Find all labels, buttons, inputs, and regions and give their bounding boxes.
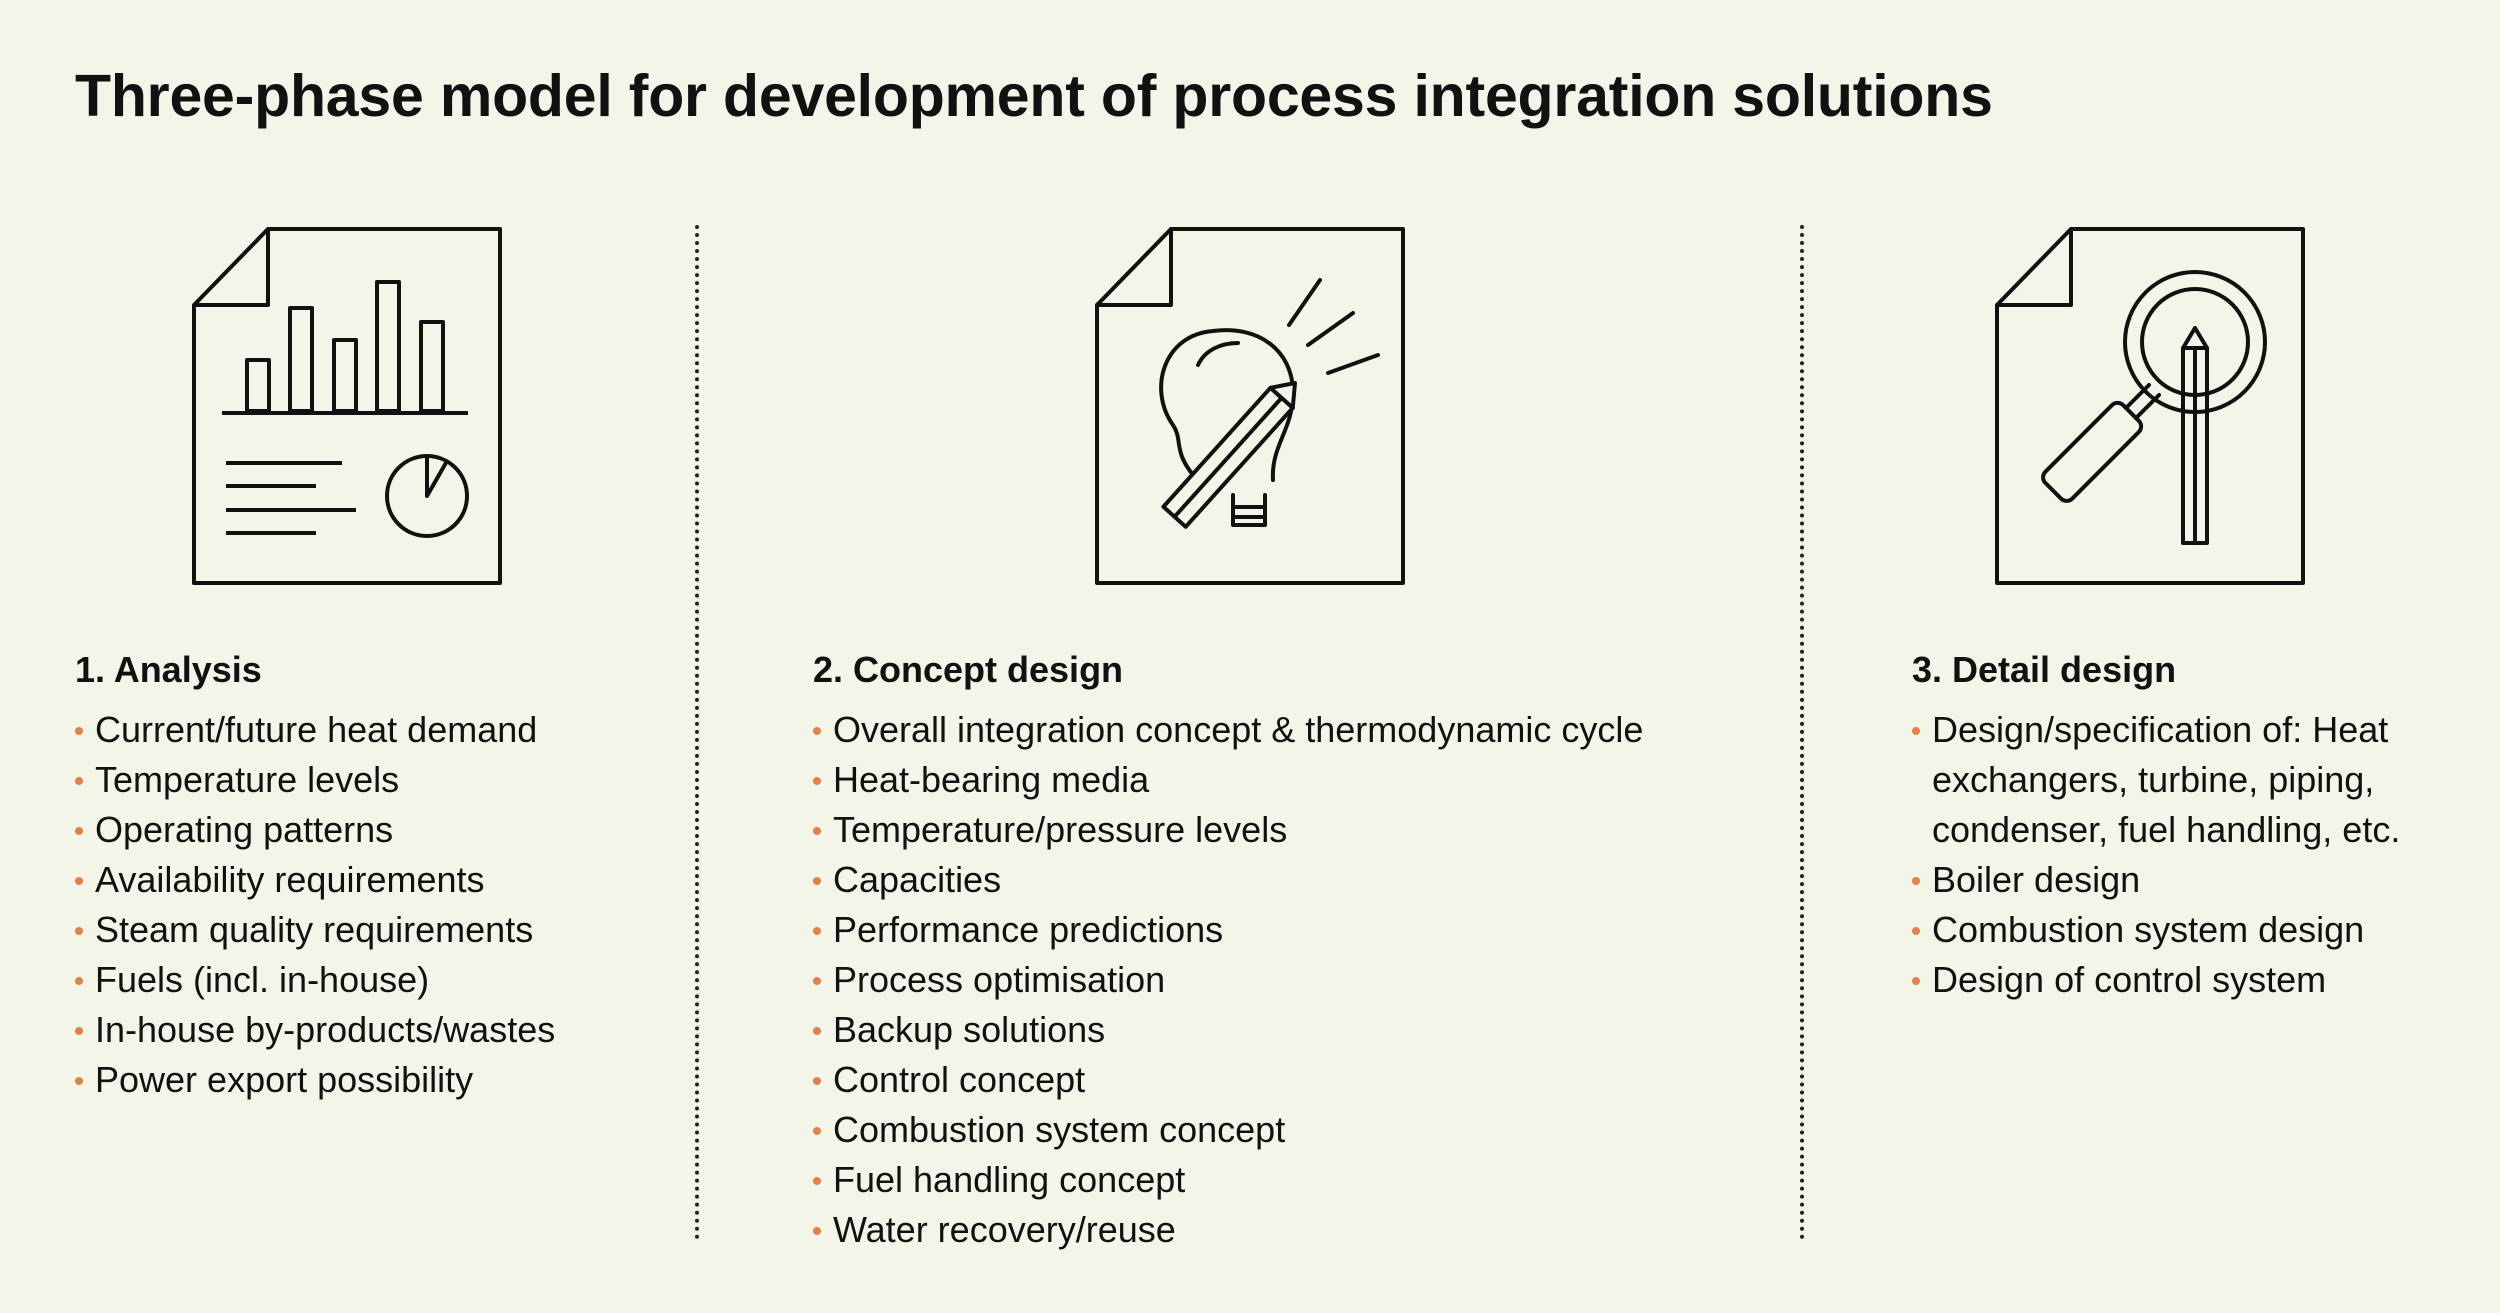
magnifier-pencil-icon (1995, 227, 2305, 585)
list-item: Availability requirements (75, 855, 555, 905)
divider-2 (1800, 225, 1804, 1240)
lightbulb-pencil-icon (1095, 227, 1405, 585)
phase-heading: 3. Detail design (1912, 649, 2177, 690)
list-item: Water recovery/reuse (813, 1205, 1643, 1255)
list-item: Current/future heat demand (75, 705, 555, 755)
list-item: Capacities (813, 855, 1643, 905)
list-item: Temperature levels (75, 755, 555, 805)
phase-analysis: 1. Analysis Current/future heat demand T… (75, 645, 555, 1105)
list-item: Temperature/pressure levels (813, 805, 1643, 855)
list-item: Heat-bearing media (813, 755, 1643, 805)
phase-items: Current/future heat demand Temperature l… (75, 705, 555, 1105)
list-item: Power export possibility (75, 1055, 555, 1105)
report-chart-icon (192, 227, 502, 585)
list-item: Design of control system (1912, 955, 2400, 1005)
list-item: Control concept (813, 1055, 1643, 1105)
list-item-line: Design/specification of: Heat (1932, 709, 2389, 750)
list-item: In-house by-products/wastes (75, 1005, 555, 1055)
list-item: Combustion system concept (813, 1105, 1643, 1155)
phase-items: Design/specification of: Heat exchangers… (1912, 705, 2400, 1005)
phase-concept-design: 2. Concept design Overall integration co… (813, 645, 1643, 1255)
phase-items: Overall integration concept & thermodyna… (813, 705, 1643, 1255)
list-item-line: condenser, fuel handling, etc. (1932, 809, 2401, 850)
list-item: Boiler design (1912, 855, 2400, 905)
list-item: Fuel handling concept (813, 1155, 1643, 1205)
phase-detail-design: 3. Detail design Design/specification of… (1912, 645, 2400, 1005)
list-item: Combustion system design (1912, 905, 2400, 955)
list-item: Performance predictions (813, 905, 1643, 955)
list-item: Operating patterns (75, 805, 555, 855)
list-item: Process optimisation (813, 955, 1643, 1005)
page-title: Three-phase model for development of pro… (75, 63, 1993, 129)
list-item: Design/specification of: Heat exchangers… (1912, 705, 2400, 855)
phase-heading: 2. Concept design (813, 649, 1124, 690)
list-item: Fuels (incl. in-house) (75, 955, 555, 1005)
divider-1 (695, 225, 699, 1240)
list-item: Steam quality requirements (75, 905, 555, 955)
list-item: Overall integration concept & thermodyna… (813, 705, 1643, 755)
phase-heading: 1. Analysis (75, 649, 262, 690)
list-item: Backup solutions (813, 1005, 1643, 1055)
list-item-line: exchangers, turbine, piping, (1932, 759, 2375, 800)
